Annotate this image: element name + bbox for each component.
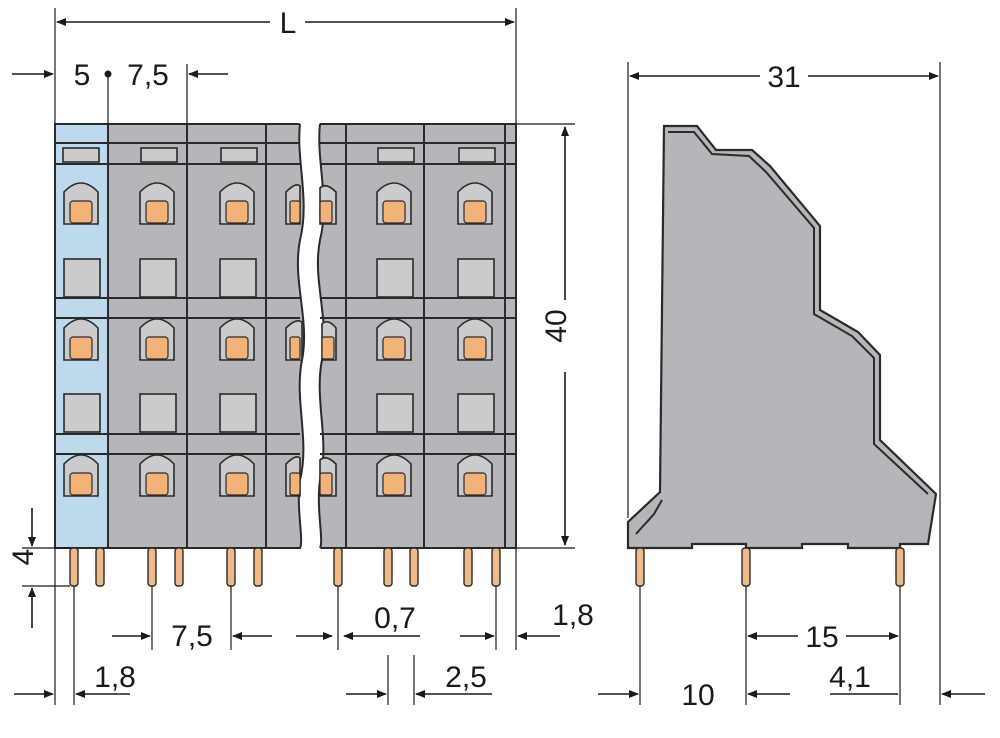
front-dimensions: L 5 7,5 40 4 7,5 0,7 xyxy=(7,7,594,705)
pole-column-2 xyxy=(139,147,178,497)
dim-pin-spacing-label: 2,5 xyxy=(445,661,487,694)
cut-partial-cells xyxy=(285,184,337,497)
pole-column-1 xyxy=(62,147,101,497)
dim-pin-offset-10-label: 10 xyxy=(681,679,714,712)
dim-depth-label: 31 xyxy=(767,61,800,94)
pole-column-4 xyxy=(376,147,415,497)
solder-pins-front xyxy=(69,547,501,587)
side-view xyxy=(626,124,938,587)
dim-offset-5-label: 5 xyxy=(74,59,91,92)
dim-edge-right-label: 1,8 xyxy=(552,599,594,632)
dim-pin-thickness-label: 0,7 xyxy=(374,602,416,635)
dim-pin-offset-4-1-label: 4,1 xyxy=(829,661,871,694)
pole-column-3 xyxy=(219,147,258,497)
dim-pin-distance-15-label: 15 xyxy=(805,621,838,654)
pole-column-5 xyxy=(457,147,496,497)
dim-pitch-top-label: 7,5 xyxy=(127,59,169,92)
side-dimensions: 31 15 10 4,1 xyxy=(598,61,985,712)
solder-pins-side xyxy=(635,547,905,587)
dim-height-label: 40 xyxy=(540,309,573,342)
dim-edge-left-label: 1,8 xyxy=(94,661,136,694)
front-view xyxy=(54,120,517,587)
dim-pitch-bottom-label: 7,5 xyxy=(171,620,213,653)
dim-length-label: L xyxy=(280,7,297,40)
dim-pin-length-label: 4 xyxy=(7,549,40,566)
